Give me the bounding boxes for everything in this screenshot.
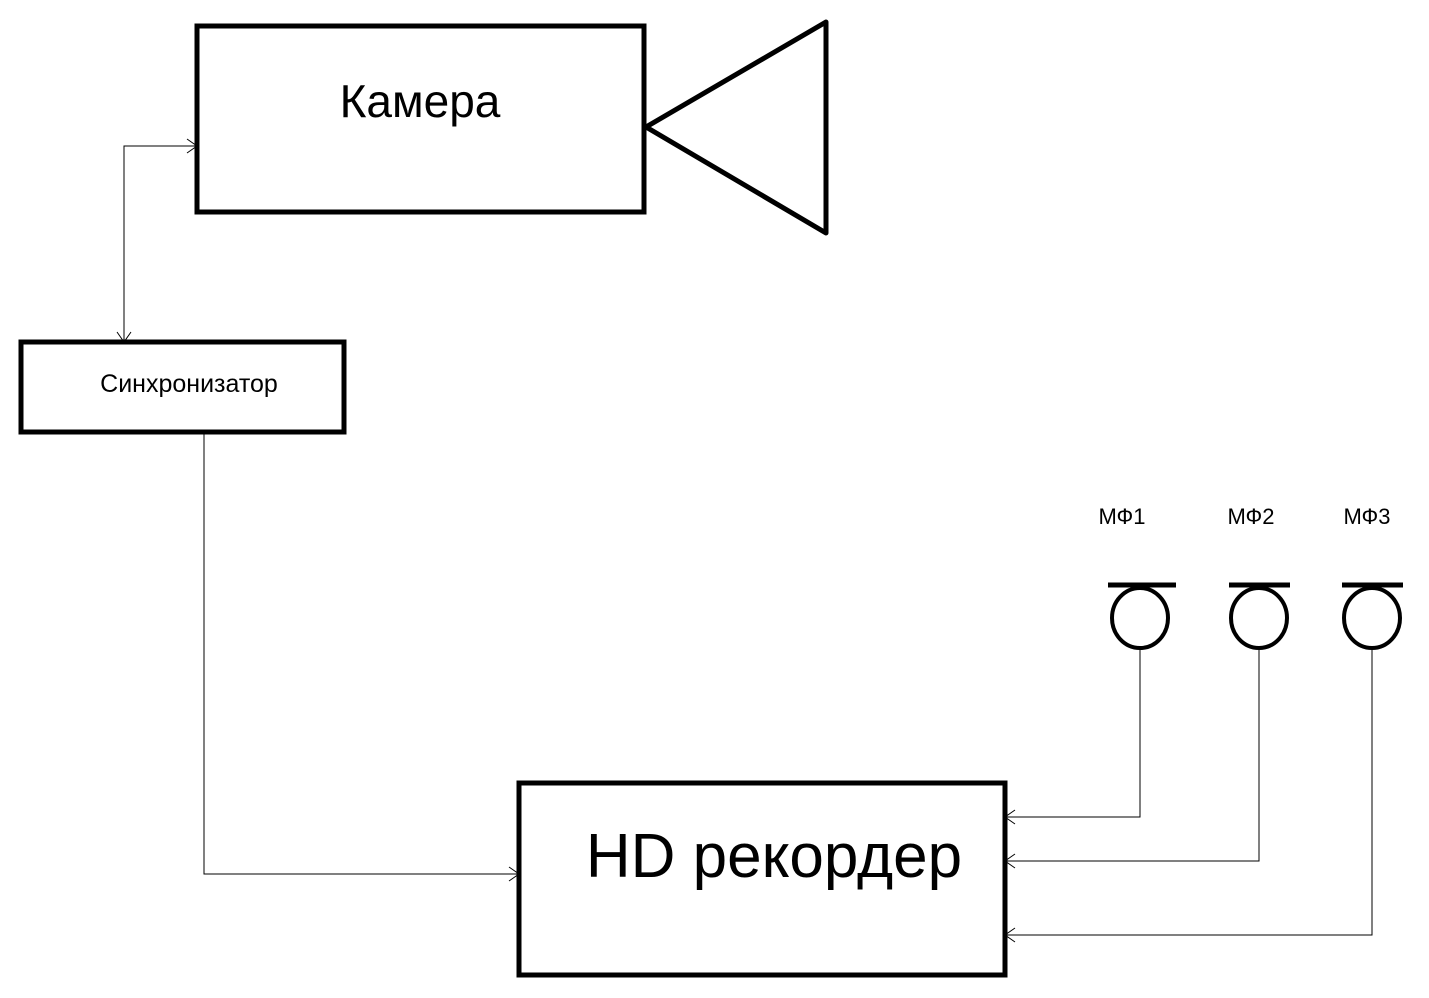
arrowhead-icon	[508, 866, 520, 882]
camera-node: Камера	[194, 19, 829, 236]
recorder-node: HD рекордер	[516, 780, 1008, 978]
microphone-1: МФ1	[1098, 504, 1176, 650]
connector-camera-synchronizer	[116, 138, 198, 343]
synchronizer-label: Синхронизатор	[100, 370, 278, 398]
microphone-3-label: МФ3	[1343, 504, 1390, 529]
connector-line	[1005, 648, 1260, 862]
arrowhead-icon	[116, 331, 132, 343]
arrowhead-icon	[186, 138, 198, 154]
camera-label: Камера	[340, 75, 501, 127]
camera-lens-icon	[643, 19, 829, 236]
connector-synchronizer-recorder	[203, 432, 520, 882]
arrowhead-icon	[1004, 809, 1016, 825]
connector-line	[203, 432, 519, 875]
arrowhead-icon	[1004, 853, 1016, 869]
connector-microphone-3-recorder	[1004, 648, 1373, 943]
synchronizer-node: Синхронизатор	[18, 339, 347, 435]
microphone-1-icon	[1110, 586, 1170, 650]
camera-box	[194, 23, 647, 215]
microphone-2-icon	[1229, 586, 1289, 650]
connector-line	[1005, 648, 1373, 936]
microphone-3-icon	[1342, 586, 1402, 650]
microphone-3: МФ3	[1342, 504, 1403, 650]
connector-microphone-2-recorder	[1004, 648, 1260, 869]
recorder-box	[516, 780, 1008, 978]
microphone-2-label: МФ2	[1227, 504, 1274, 529]
connector-line	[123, 145, 197, 342]
microphone-1-label: МФ1	[1098, 504, 1145, 529]
synchronizer-box	[18, 339, 347, 435]
arrowhead-icon	[1004, 927, 1016, 943]
microphone-2: МФ2	[1227, 504, 1290, 650]
connector-microphone-1-recorder	[1004, 648, 1141, 825]
recorder-label: HD рекордер	[586, 822, 962, 891]
connector-line	[1005, 648, 1141, 818]
